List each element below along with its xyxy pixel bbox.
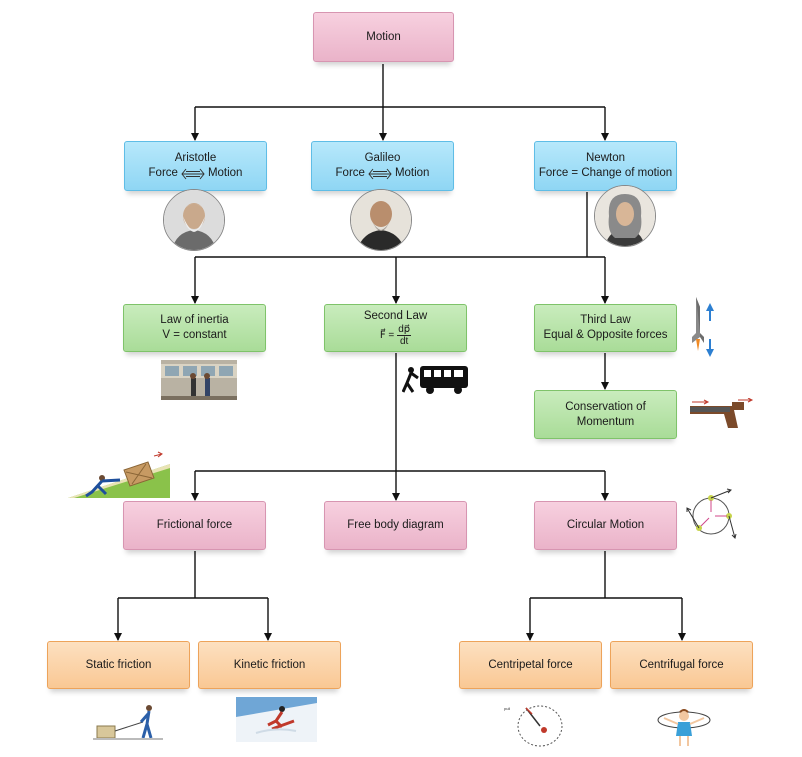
law-of-inertia-node: Law of inertia V = constant <box>123 304 266 352</box>
svg-text:pull: pull <box>504 706 510 711</box>
galileo-portrait <box>350 189 412 251</box>
second-law-title: Second Law <box>363 310 428 322</box>
frictional-force-label: Frictional force <box>156 519 233 531</box>
free-body-diagram-label: Free body diagram <box>347 519 444 531</box>
conservation-node: Conservation of Momentum <box>534 390 677 439</box>
pushing-bus-icon <box>402 366 468 394</box>
centripetal-force-illustration: pull <box>504 705 563 747</box>
kinetic-friction-node: Kinetic friction <box>198 641 341 689</box>
second-law-lhs: F⃗ = <box>379 330 395 341</box>
aristotle-force-label: Force <box>148 167 178 179</box>
frictional-force-node: Frictional force <box>123 501 266 550</box>
conservation-line1: Conservation of <box>565 400 646 413</box>
aristotle-node: Aristotle Force Motion <box>124 141 267 191</box>
second-law-fraction: dp⃗ dt <box>397 324 412 347</box>
centrifugal-force-illustration <box>657 709 711 746</box>
centripetal-force-label: Centripetal force <box>488 658 573 671</box>
centrifugal-force-node: Centrifugal force <box>610 641 753 689</box>
second-law-numerator: dp⃗ <box>397 324 412 336</box>
aristotle-portrait <box>163 189 225 251</box>
rocket-icon <box>692 297 714 357</box>
static-friction-label: Static friction <box>85 658 152 671</box>
second-law-denominator: dt <box>400 336 409 347</box>
free-body-diagram-node: Free body diagram <box>324 501 467 550</box>
skier-illustration <box>236 697 317 742</box>
second-law-node: Second Law F⃗ = dp⃗ dt <box>324 304 467 352</box>
double-arrow-icon <box>368 168 392 179</box>
newton-node: Newton Force = Change of motion <box>534 141 677 191</box>
newton-name: Newton <box>586 152 625 164</box>
static-friction-node: Static friction <box>47 641 190 689</box>
centripetal-force-node: Centripetal force <box>459 641 602 689</box>
circular-motion-icon <box>686 488 737 539</box>
kinetic-friction-label: Kinetic friction <box>233 658 306 671</box>
circular-motion-label: Circular Motion <box>566 519 645 531</box>
galileo-name: Galileo <box>364 152 401 164</box>
double-arrow-icon <box>181 168 205 179</box>
galileo-node: Galileo Force Motion <box>311 141 454 191</box>
circular-motion-node: Circular Motion <box>534 501 677 550</box>
gun-recoil-illustration <box>690 398 754 428</box>
law-of-inertia-title: Law of inertia <box>160 314 229 326</box>
aristotle-name: Aristotle <box>174 152 217 164</box>
galileo-motion-label: Motion <box>394 167 430 179</box>
law-of-inertia-formula: V = constant <box>162 329 227 341</box>
static-friction-illustration <box>93 705 163 740</box>
pushing-crate-illustration <box>68 451 170 498</box>
motion-node: Motion <box>313 12 454 62</box>
newton-portrait <box>594 185 656 247</box>
second-law-formula: F⃗ = dp⃗ dt <box>379 324 412 347</box>
motion-label: Motion <box>366 30 401 43</box>
aristotle-motion-label: Motion <box>207 167 243 179</box>
third-law-title: Third Law <box>580 314 631 326</box>
third-law-node: Third Law Equal & Opposite forces <box>534 304 677 352</box>
third-law-subtitle: Equal & Opposite forces <box>543 329 668 341</box>
centrifugal-force-label: Centrifugal force <box>639 658 724 671</box>
conservation-line2: Momentum <box>576 415 635 428</box>
newton-relation: Force = Change of motion <box>538 167 673 179</box>
galileo-force-label: Force <box>335 167 365 179</box>
train-passengers-illustration <box>161 360 237 400</box>
